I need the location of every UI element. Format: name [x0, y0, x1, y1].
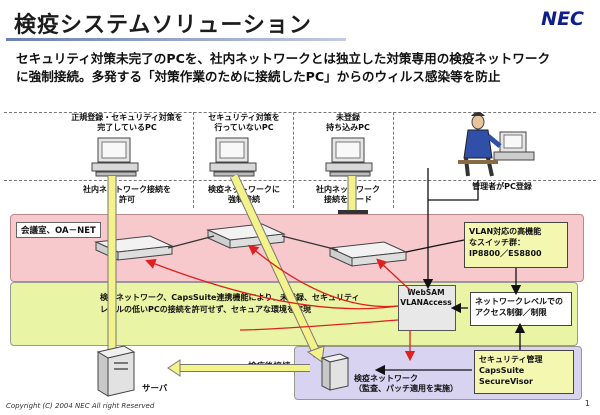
- client-pc-1-icon: [91, 137, 139, 177]
- switch-link-1: [167, 235, 215, 249]
- control-arrow-3: [376, 258, 411, 291]
- divider-top: [4, 112, 596, 113]
- server-icon: [96, 345, 136, 397]
- quarantine-network-label: 検疫ネットワーク（監査、パッチ適用を実施）: [354, 374, 458, 393]
- quarantine-server-icon: [320, 353, 350, 391]
- intro-line-1: セキュリティ対策未完了のPCを、社内ネットワークとは独立した対策専用の検疫ネット…: [16, 51, 551, 66]
- nec-logo: NEC: [541, 8, 584, 30]
- client-3-label: 未登録持ち込みPC: [326, 113, 370, 132]
- control-arrow-2: [247, 244, 399, 308]
- client-pc-2-icon: [209, 137, 257, 177]
- office-zone-label: 会議室、OA－NET: [16, 222, 101, 238]
- vlan-switch-box: VLAN対応の高機能なスイッチ群：IP8800／ES8800: [464, 222, 568, 268]
- page-title: 検疫システムソリューション: [14, 13, 312, 38]
- guard-block: [338, 210, 368, 214]
- admin-label: 管理者がPC登録: [472, 182, 532, 191]
- client-2-label: セキュリティ対策を行っていないPC: [208, 113, 280, 132]
- server-label: サーバ: [142, 384, 168, 394]
- switch-3-icon: [328, 241, 408, 267]
- route-1-label: 社内ネットワーク接続を許可: [83, 185, 171, 204]
- divider-col-1: [193, 112, 194, 208]
- divider-middle: [4, 180, 596, 181]
- switch-1-icon: [94, 235, 174, 261]
- title-underline: [6, 38, 346, 41]
- page-number: 1: [584, 399, 590, 408]
- quarantine-description: 検疫ネットワーク、CapsSuite連携機能により、未登録、セキュリティレベルの…: [100, 293, 360, 314]
- administrator-icon: [458, 112, 535, 177]
- divider-col-3: [393, 112, 394, 208]
- switch-2-icon: [206, 223, 286, 249]
- websam-server: [398, 285, 456, 331]
- intro-text: セキュリティ対策未完了のPCを、社内ネットワークとは独立した対策専用の検疫ネット…: [16, 50, 586, 86]
- control-arrow-1: [145, 259, 399, 310]
- client-pc-3-icon: [325, 137, 373, 177]
- switch-link-2: [281, 235, 339, 251]
- client-1-label: 正規登録・セキュリティ対策を完了しているPC: [71, 113, 183, 132]
- copyright: Copyright (C) 2004 NEC All right Reserve…: [6, 402, 155, 410]
- divider-col-2: [293, 112, 294, 208]
- intro-line-2: に強制接続。多発する「対策作業のために接続したPC」からのウィルス感染等を防止: [16, 69, 501, 84]
